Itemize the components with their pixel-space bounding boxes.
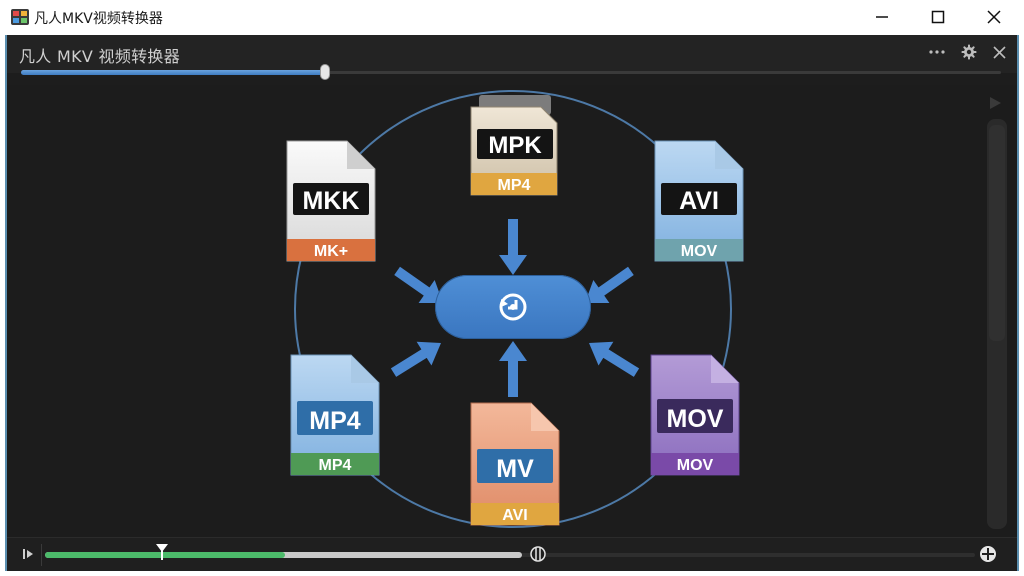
close-icon	[992, 45, 1006, 59]
arrow-bottom	[499, 341, 527, 397]
timeline-marker-icon[interactable]	[156, 544, 169, 560]
play-icon[interactable]	[21, 546, 37, 562]
file-label-mv: MV	[496, 455, 534, 483]
player-title: 凡人 MKV 视频转换器	[19, 47, 181, 66]
file-label-mkk: MKK	[303, 187, 360, 215]
file-label-mov: MOV	[667, 405, 724, 433]
window-title: 凡人MKV视频转换器	[34, 11, 163, 27]
settings-gear-icon	[961, 44, 977, 60]
minimize-icon	[876, 16, 888, 18]
arrow-top	[499, 219, 527, 275]
file-label-mp4: MP4	[309, 407, 361, 435]
refresh-convert-icon	[499, 293, 527, 321]
timeline-slider[interactable]	[45, 544, 975, 560]
top-progress-bar[interactable]	[21, 64, 1001, 80]
file-card-mv[interactable]: MV AVI	[470, 402, 560, 526]
file-card-mkk[interactable]: MKK MK+	[286, 140, 376, 262]
arrow-bottom-left	[390, 341, 441, 377]
maximize-icon	[931, 10, 945, 24]
file-sublabel-mp4: MP4	[319, 457, 352, 474]
control-bar	[7, 537, 1017, 571]
more-button[interactable]	[925, 41, 949, 63]
file-sublabel-mpk: MP4	[498, 177, 531, 194]
arrow-top-right	[585, 266, 634, 303]
file-sublabel-mv: AVI	[502, 507, 527, 524]
file-sublabel-avi: MOV	[681, 243, 718, 260]
more-icon	[929, 50, 945, 54]
top-progress-track	[21, 71, 1001, 74]
scroll-up-play-icon[interactable]	[987, 95, 1003, 111]
top-progress-fill	[21, 70, 325, 75]
close-icon	[987, 10, 1001, 24]
file-sublabel-mov: MOV	[677, 457, 714, 474]
preview-area: MPK MP4 MKK MK+	[7, 85, 1017, 537]
maximize-button[interactable]	[910, 0, 966, 34]
inbound-arrows	[390, 219, 640, 397]
window-titlebar[interactable]: 凡人MKV视频转换器	[0, 0, 1024, 34]
arrow-bottom-right	[589, 341, 640, 377]
settings-button[interactable]	[957, 41, 981, 63]
vertical-scrollbar[interactable]	[987, 119, 1007, 529]
player-close-button[interactable]	[987, 41, 1011, 63]
add-circle-icon[interactable]	[979, 545, 997, 563]
file-card-mp4[interactable]: MP4 MP4	[290, 354, 380, 476]
player-panel: 凡人 MKV 视频转换器	[5, 35, 1019, 571]
player-header: 凡人 MKV 视频转换器	[7, 35, 1017, 80]
scrollbar-thumb[interactable]	[989, 125, 1005, 341]
file-sublabel-mkk: MK+	[314, 243, 348, 260]
file-card-mpk[interactable]: MPK MP4	[470, 95, 558, 196]
file-card-avi[interactable]: AVI MOV	[654, 140, 744, 262]
timeline-played	[45, 552, 285, 558]
file-card-mov[interactable]: MOV MOV	[650, 354, 740, 476]
control-divider	[41, 544, 42, 566]
file-label-avi: AVI	[679, 187, 719, 215]
conversion-diagram: MPK MP4 MKK MK+	[286, 90, 744, 528]
window-close-button[interactable]	[966, 0, 1022, 34]
split-handle-icon[interactable]	[529, 544, 547, 564]
top-progress-thumb[interactable]	[319, 64, 330, 80]
diagram-ring	[294, 90, 732, 528]
app-logo-icon	[11, 9, 29, 25]
file-label-mpk: MPK	[488, 132, 542, 159]
convert-button[interactable]	[435, 275, 591, 339]
minimize-button[interactable]	[854, 0, 910, 34]
